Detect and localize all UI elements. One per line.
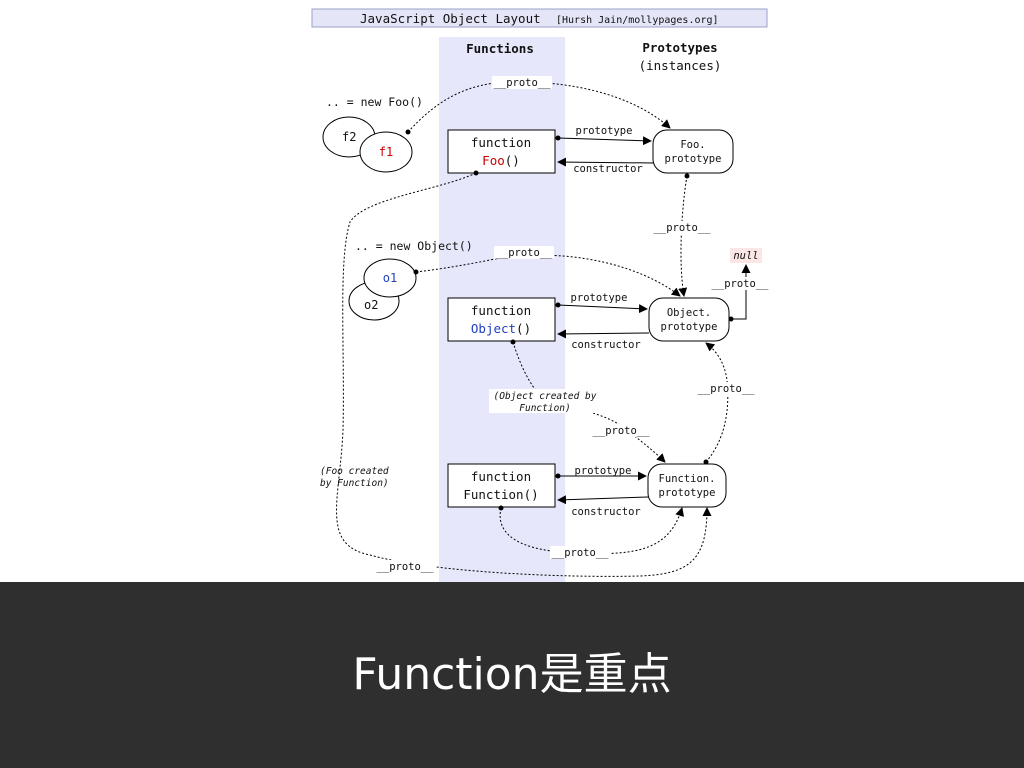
function-object-name: Object()	[471, 321, 531, 336]
foo-prototype-line2: prototype	[665, 153, 722, 165]
function-constructor-edge	[557, 495, 649, 505]
prototype-label-object: prototype	[571, 292, 628, 304]
proto-label-functionproto: __proto__	[698, 383, 756, 395]
fooproto-proto-edge	[678, 175, 688, 297]
prototypes-column-heading: Prototypes	[642, 40, 717, 55]
dot-f1	[405, 129, 411, 135]
function-foo-name: Foo()	[482, 153, 520, 168]
function-prototype-line2: prototype	[659, 487, 716, 499]
object-parens-span: ()	[516, 321, 531, 336]
function-function-box	[447, 463, 556, 508]
dot-functionproto-top	[703, 459, 709, 465]
dot-object-prototype	[555, 302, 561, 308]
object-created-note-line2: Function)	[519, 403, 570, 414]
proto-label-objectproto: __proto__	[712, 278, 770, 290]
prototype-label-foo: prototype	[576, 125, 633, 137]
function-object-keyword: function	[471, 303, 531, 318]
object-layout-diagram: JavaScript Object Layout [Hursh Jain/mol…	[311, 8, 769, 582]
dot-foo-bottom	[473, 170, 479, 176]
prototypes-column-subheading: (instances)	[639, 58, 722, 73]
f1-label: f1	[379, 145, 393, 159]
foo-constructor-edge	[557, 157, 654, 167]
foo-prototype-box	[652, 129, 734, 174]
o1-instance	[363, 258, 417, 298]
function-prototype-box	[647, 463, 727, 508]
proto-label-objectfn: __proto__	[593, 425, 651, 437]
object-prototype-box	[648, 297, 730, 342]
dot-foo-prototype	[555, 135, 561, 141]
proto-label-f1: __proto__	[494, 77, 552, 89]
constructor-label-function: constructor	[571, 506, 641, 518]
o1-label: o1	[383, 271, 397, 285]
function-function-name: Function()	[463, 487, 538, 502]
foo-created-note-line2: by Function)	[320, 478, 389, 489]
f2-label: f2	[342, 130, 356, 144]
foo-name-span: Foo	[482, 153, 505, 168]
o2-label: o2	[364, 298, 378, 312]
new-object-label: .. = new Object()	[355, 239, 473, 253]
dot-fooproto-bottom	[684, 173, 690, 179]
constructor-label-object: constructor	[571, 339, 641, 351]
foo-parens-span: ()	[505, 153, 520, 168]
foo-prototype-edge	[557, 136, 652, 146]
object-prototype-line2: prototype	[661, 321, 718, 333]
constructor-label-foo: constructor	[573, 163, 643, 175]
proto-label-foofn: __proto__	[377, 561, 435, 573]
dot-object-bottom	[510, 339, 516, 345]
object-proto-null-edge	[731, 264, 751, 320]
dot-objectproto-right	[728, 316, 734, 322]
object-name-span: Object	[471, 321, 516, 336]
proto-label-o1: __proto__	[496, 247, 554, 259]
object-prototype-edge	[557, 304, 648, 314]
function-prototype-line1: Function.	[659, 473, 716, 485]
foo-created-note-line1: (Foo created	[320, 466, 389, 477]
prototype-label-function: prototype	[575, 465, 632, 477]
edge-labels: __proto__ prototype constructor __proto_…	[374, 76, 769, 573]
connection-dots	[405, 129, 734, 511]
slide-caption: Function是重点	[352, 649, 672, 700]
null-label: null	[733, 250, 758, 262]
dot-function-prototype	[555, 473, 561, 479]
header-credit: [Hursh Jain/mollypages.org]	[556, 15, 719, 26]
foo-prototype-line1: Foo.	[680, 139, 705, 151]
foo-proto-to-functionproto-edge	[336, 172, 712, 577]
proto-label-fooproto: __proto__	[654, 222, 712, 234]
f1-instance	[359, 131, 413, 173]
functions-column-heading: Functions	[466, 41, 534, 56]
null-badge	[730, 248, 762, 263]
dot-o1	[413, 269, 419, 275]
functionproto-proto-edge	[705, 342, 729, 463]
function-foo-keyword: function	[471, 135, 531, 150]
function-object-box	[447, 297, 556, 342]
dot-function-bottom	[498, 505, 504, 511]
function-foo-box	[447, 129, 556, 174]
proto-label-functionfn: __proto__	[552, 547, 610, 559]
caption-bar: Function是重点	[0, 582, 1024, 768]
object-constructor-edge	[557, 329, 650, 339]
header-banner	[311, 8, 768, 28]
diagram-canvas: JavaScript Object Layout [Hursh Jain/mol…	[311, 8, 770, 582]
header-title: JavaScript Object Layout	[360, 11, 541, 26]
object-prototype-line1: Object.	[667, 307, 711, 319]
object-created-note-line1: (Object created by	[494, 391, 597, 402]
new-foo-label: .. = new Foo()	[326, 95, 423, 109]
function-function-keyword: function	[471, 469, 531, 484]
